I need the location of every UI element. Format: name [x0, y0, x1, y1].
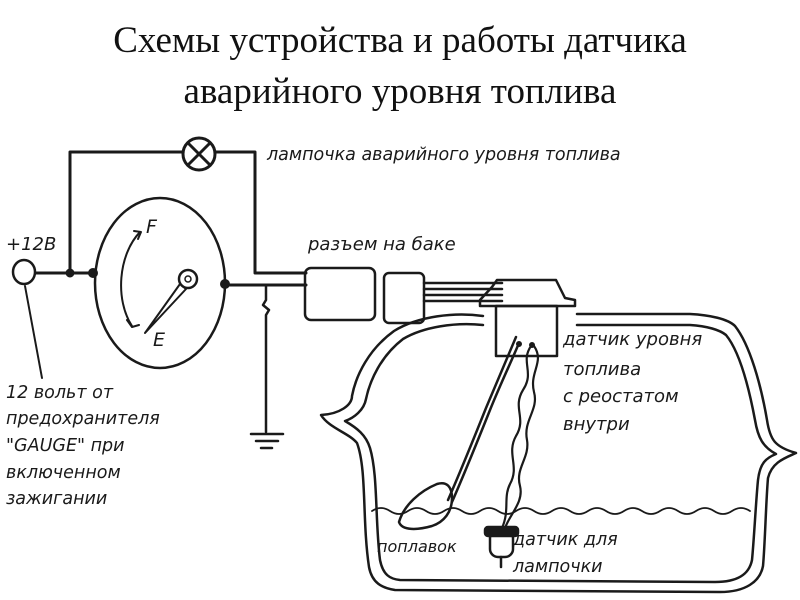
fuse-source-label: 12 вольт от предохранителя "GAUGE" при в… — [6, 383, 160, 509]
tank-connector-label: разъем на баке — [307, 234, 456, 255]
level-sensor-label-line-3: с реостатом — [563, 386, 679, 407]
tank-connector — [303, 266, 426, 325]
junction-dot — [65, 268, 75, 278]
lamp-sensor-icon — [483, 525, 520, 569]
warning-lamp-label: лампочка аварийного уровня топлива — [266, 145, 621, 165]
lamp-sensor-label: датчик для лампочки — [512, 530, 618, 577]
fuse-source-label-line-5: зажигании — [6, 489, 107, 509]
ground-icon — [249, 432, 285, 450]
fuse-source-label-line-1: 12 вольт от — [6, 383, 114, 403]
supply-label: +12В — [6, 234, 56, 255]
ground-wire — [261, 283, 271, 434]
level-sensor-label-line-2: топлива — [563, 359, 641, 380]
level-sensor-label-line-1: датчик уровня — [562, 329, 702, 350]
fuse-source-label-line-3: "GAUGE" при — [6, 436, 125, 456]
float-label: поплавок — [377, 537, 457, 556]
fuse-source-label-line-4: включенном — [6, 463, 121, 483]
fuse-source-label-line-2: предохранителя — [6, 409, 160, 429]
lamp-loop-wires — [68, 150, 257, 274]
sender-flange — [478, 278, 577, 308]
supply-pointer-line — [24, 285, 43, 379]
lamp-sensor-label-line-2: лампочки — [512, 557, 603, 577]
gauge-empty-label: E — [153, 329, 165, 351]
gauge-full-label: F — [146, 216, 158, 238]
fuel-surface-line — [371, 507, 751, 515]
warning-lamp-icon — [181, 136, 217, 172]
level-sensor-label: датчик уровня топлива с реостатом внутри — [562, 329, 702, 435]
float-arm — [446, 335, 521, 504]
lamp-sensor-label-line-1: датчик для — [512, 530, 618, 550]
level-sensor-housing — [494, 304, 559, 358]
level-sensor-label-line-4: внутри — [563, 414, 630, 435]
sender-wires — [227, 271, 308, 287]
diagram-title-line-1: Схемы устройства и работы датчика — [113, 20, 687, 61]
fuel-tank — [319, 312, 798, 594]
float-icon — [397, 482, 454, 531]
diagram-title-line-2: аварийного уровня топлива — [183, 71, 617, 112]
connector-harness — [422, 281, 504, 303]
lamp-sensor-wires — [500, 344, 540, 530]
supply-terminal-icon — [11, 258, 37, 286]
